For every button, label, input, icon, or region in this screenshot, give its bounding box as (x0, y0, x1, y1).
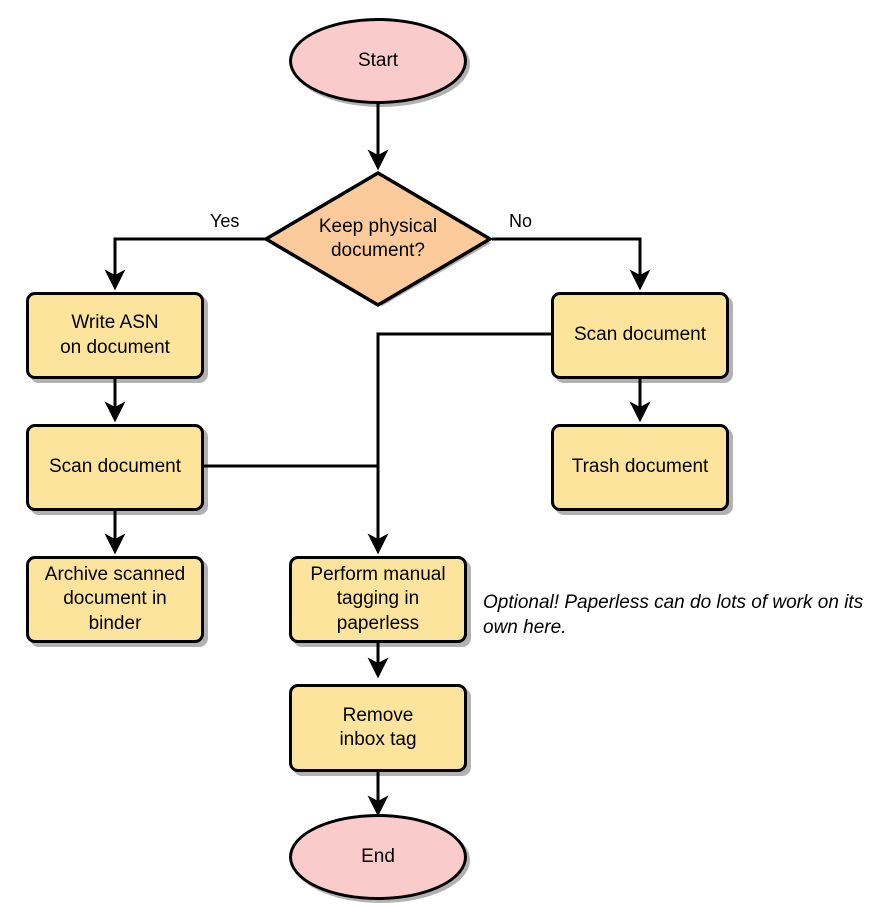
node-scan-document-left-label: Scan document (48, 456, 182, 478)
node-end[interactable]: End (289, 814, 467, 900)
node-scan-document-right-label: Scan document (573, 324, 707, 346)
node-trash-document-label: Trash document (571, 456, 709, 478)
edge-label-yes: Yes (210, 211, 240, 231)
node-archive-scanned-document[interactable]: Archive scanned document in binder (26, 556, 204, 643)
edge-decision-no (492, 237, 651, 291)
node-tagging-label: Perform manual tagging in paperless (310, 564, 446, 634)
node-write-asn-label: Write ASN on document (60, 312, 170, 358)
edge-scanright-to-tagging (367, 332, 552, 555)
edge-label-no: No (509, 211, 533, 231)
edge-decision-yes (104, 237, 265, 291)
node-decision-label: Keep physical document? (318, 215, 438, 261)
node-scan-document-left[interactable]: Scan document (26, 424, 204, 511)
node-scan-document-right[interactable]: Scan document (551, 292, 729, 379)
node-start[interactable]: Start (289, 18, 467, 104)
decision-diamond-shape (263, 170, 493, 308)
node-perform-manual-tagging[interactable]: Perform manual tagging in paperless (289, 556, 467, 643)
node-write-asn-on-document[interactable]: Write ASN on document (26, 292, 204, 379)
node-trash-document[interactable]: Trash document (551, 424, 729, 511)
node-end-label: End (361, 845, 395, 867)
node-remove-inbox-label: Remove inbox tag (339, 704, 417, 750)
node-start-label: Start (357, 49, 399, 71)
annotation-optional-note: Optional! Paperless can do lots of work … (483, 592, 864, 639)
node-remove-inbox-tag[interactable]: Remove inbox tag (289, 684, 467, 772)
node-decision-keep-physical-document[interactable]: Keep physical document? (263, 170, 493, 308)
node-archive-label: Archive scanned document in binder (44, 564, 186, 634)
